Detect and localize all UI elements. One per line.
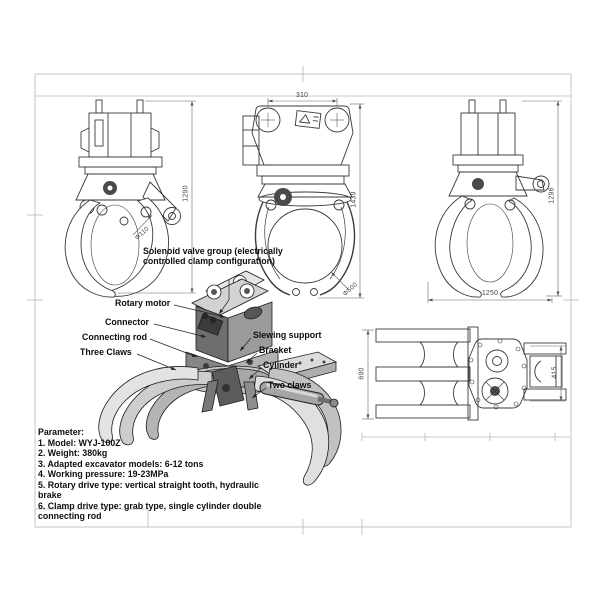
parameter-title: Parameter:: [38, 427, 84, 437]
isometric-view-drawing: [98, 270, 342, 486]
top-view-drawing: [375, 326, 567, 421]
callout-solenoid-valve-group: Solenoid valve group (electrically contr…: [143, 246, 283, 266]
callout-leader-lines: [136, 280, 267, 399]
callout-cylinder: Cylinder: [263, 360, 299, 370]
parameter-item-working-pressure: 4. Working pressure: 19-23MPa: [38, 469, 169, 479]
parameter-item-model: 1. Model: WYJ-100Z: [38, 437, 121, 448]
dim-front-width: 310: [295, 92, 309, 99]
dim-right-view-height: 1296: [548, 187, 556, 204]
callout-slewing-support: Slewing support: [253, 330, 322, 340]
left-side-view-drawing: [64, 99, 181, 298]
right-side-view-drawing: [434, 99, 550, 298]
dimension-lines: [118, 98, 566, 420]
callout-three-claws: Three Claws: [80, 347, 132, 357]
parameter-item-rotary-drive: 5. Rotary drive type: vertical straight …: [38, 479, 259, 501]
front-view-drawing: [242, 105, 356, 296]
callout-rotary-motor: Rotary motor: [115, 298, 171, 308]
dim-front-height: 1439: [350, 191, 358, 208]
callout-two-claws: Two claws: [268, 380, 312, 390]
parameter-block: Parameter: 1. Model: WYJ-100Z 2. Weight:…: [38, 427, 263, 522]
callout-bracket: Bracket: [259, 345, 292, 355]
sheet-frame: [27, 66, 579, 535]
callout-connecting-rod: Connecting rod: [82, 332, 147, 342]
parameter-item-excavator-models: 3. Adapted excavator models: 6-12 tons: [38, 458, 204, 469]
dim-top-view-depth: 690: [358, 367, 366, 380]
dim-left-view-height: 1290: [182, 185, 190, 202]
parameter-item-clamp-drive: 6. Clamp drive type: grab type, single c…: [38, 500, 262, 522]
dim-right-view-width: 1250: [481, 290, 499, 297]
parameter-item-weight: 2. Weight: 380kg: [38, 448, 108, 458]
callout-connector: Connector: [105, 317, 149, 327]
dim-top-view-width: 415: [551, 366, 559, 379]
